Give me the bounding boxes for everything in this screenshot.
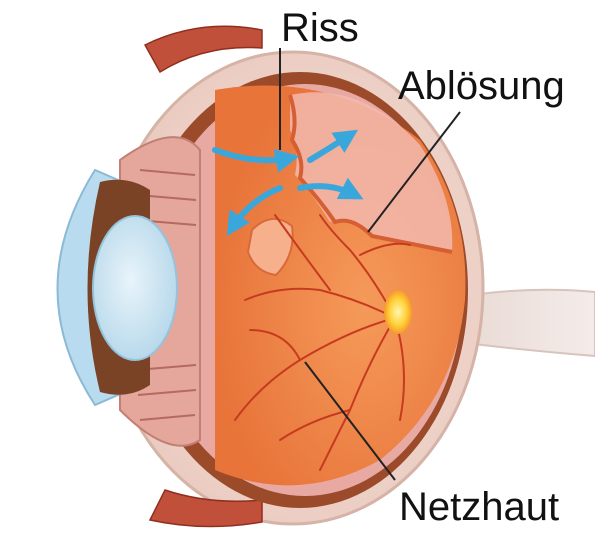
optic-disc — [384, 290, 412, 334]
label-detachment: Ablösung — [398, 66, 565, 106]
label-retina: Netzhaut — [399, 487, 559, 527]
label-tear: Riss — [281, 8, 359, 48]
lens — [93, 216, 177, 360]
